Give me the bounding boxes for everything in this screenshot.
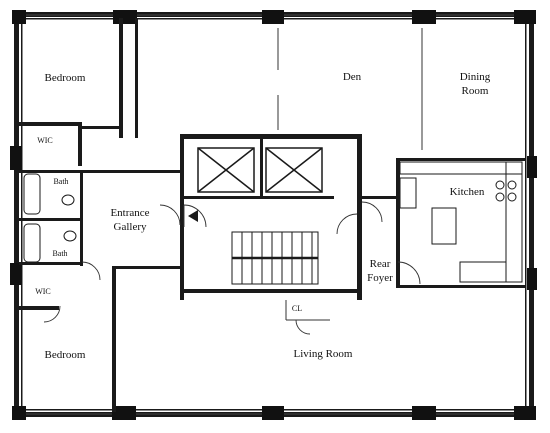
label-wic-top: WIC — [37, 136, 53, 145]
window-lines — [26, 14, 514, 415]
label-wic-bottom: WIC — [35, 287, 51, 296]
label-den: Den — [343, 71, 362, 83]
door-swings — [43, 201, 421, 335]
label-bath-top: Bath — [53, 177, 68, 186]
label-bath-bottom: Bath — [52, 249, 67, 258]
bath-fixtures — [23, 173, 77, 263]
elevators — [197, 147, 323, 193]
label-bedroom-top: Bedroom — [45, 72, 86, 84]
label-living-room: Living Room — [294, 348, 353, 360]
kitchen-fixtures — [399, 161, 523, 283]
interior-walls — [19, 18, 526, 412]
stair — [231, 231, 319, 285]
entry-arrow-icon — [188, 210, 198, 222]
label-bedroom-bottom: Bedroom — [45, 349, 86, 361]
label-cl: CL — [292, 304, 302, 313]
thin-partitions — [277, 28, 423, 321]
label-kitchen: Kitchen — [450, 186, 485, 198]
structural-columns — [10, 10, 537, 420]
